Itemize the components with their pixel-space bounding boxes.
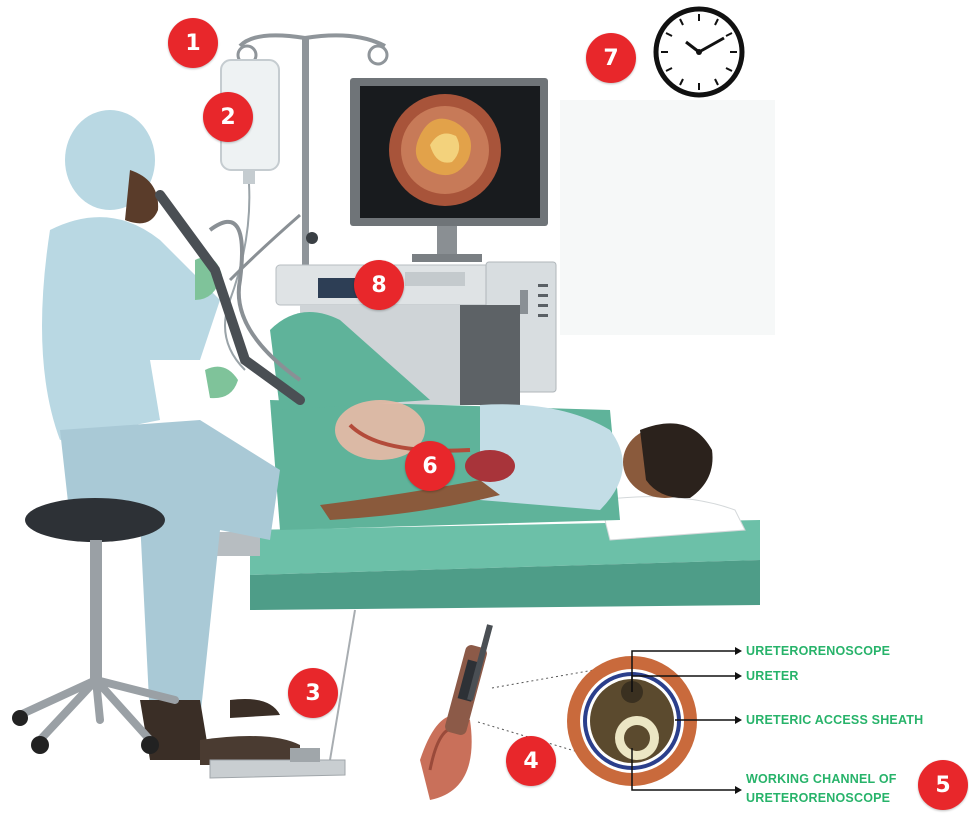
badge-3: 3 xyxy=(288,668,338,718)
endoscopy-monitor xyxy=(350,78,548,262)
label-ureterorenoscope: URETERORENOSCOPE xyxy=(746,643,890,659)
cross-section-diagram xyxy=(567,647,742,794)
clock-icon xyxy=(656,9,742,95)
badge-5: 5 xyxy=(918,760,968,810)
badge-1: 1 xyxy=(168,18,218,68)
badge-4: 4 xyxy=(506,736,556,786)
badge-6: 6 xyxy=(405,441,455,491)
background-panel xyxy=(560,100,775,335)
label-working-channel-line2: URETERORENOSCOPE xyxy=(746,790,890,806)
label-working-channel-line1: WORKING CHANNEL OF xyxy=(746,771,897,787)
label-ureter: URETER xyxy=(746,668,799,684)
label-ureteric-access-sheath: URETERIC ACCESS SHEATH xyxy=(746,712,923,728)
badge-7: 7 xyxy=(586,33,636,83)
badge-8: 8 xyxy=(354,260,404,310)
badge-2: 2 xyxy=(203,92,253,142)
